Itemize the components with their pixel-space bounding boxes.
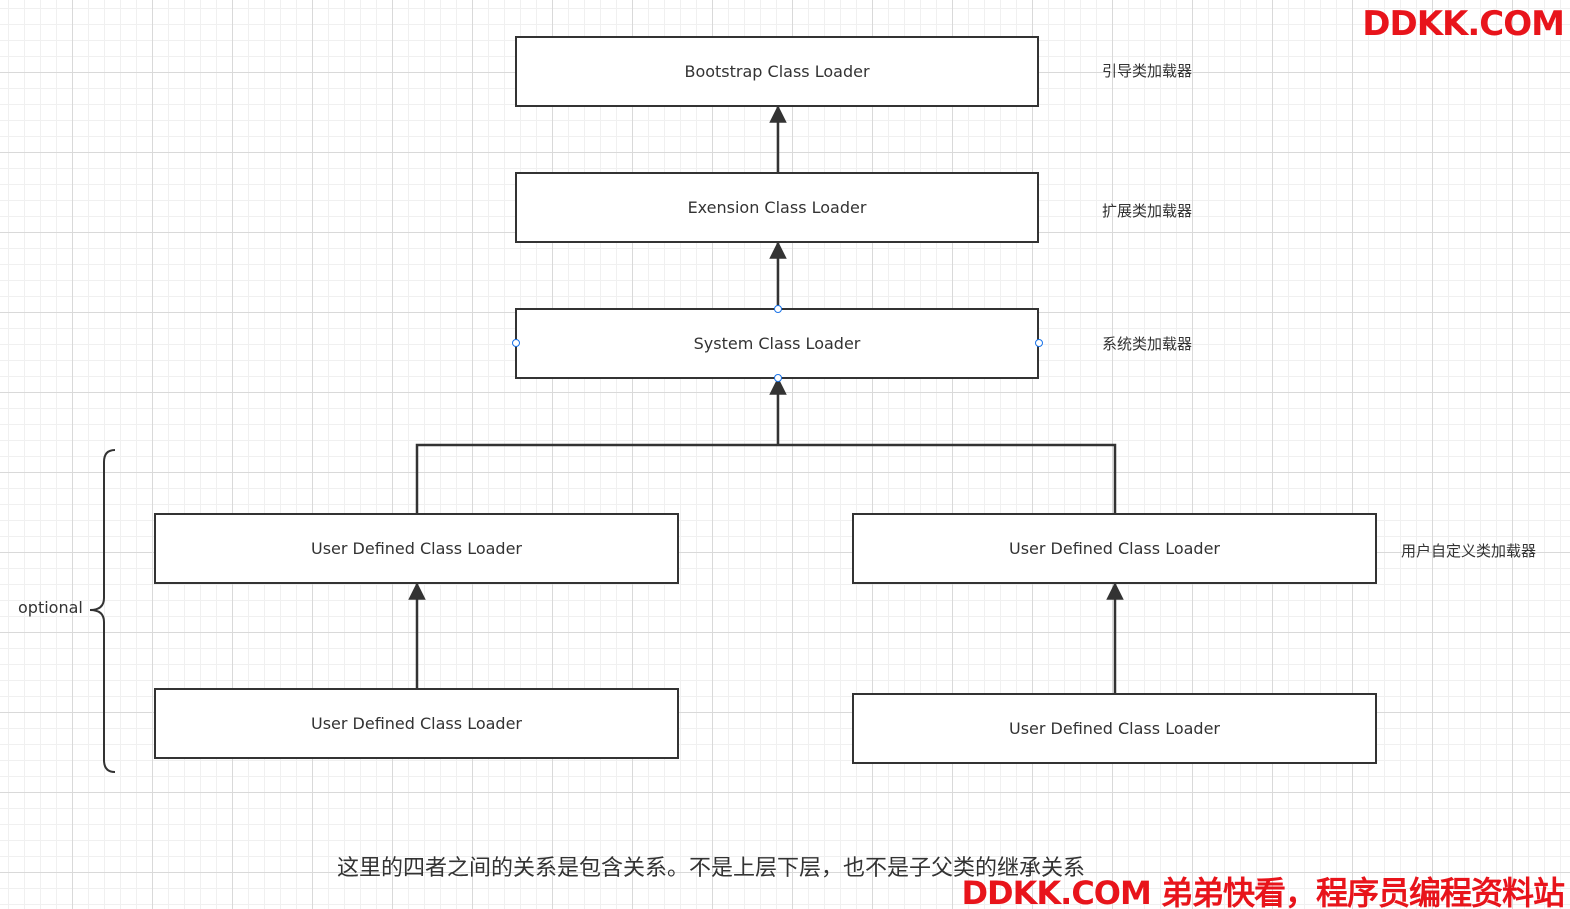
system-side-label: 系统类加载器: [1102, 335, 1193, 353]
user-defined-loader-left-bottom-node[interactable]: User Defined Class Loader: [154, 688, 679, 759]
user-left-bottom-label: User Defined Class Loader: [310, 714, 522, 733]
extension-side-label: 扩展类加载器: [1102, 202, 1193, 220]
extension-node-label: Exension Class Loader: [687, 198, 867, 217]
user-left-top-label: User Defined Class Loader: [310, 539, 522, 558]
user-defined-loader-right-bottom-node[interactable]: User Defined Class Loader: [852, 693, 1377, 764]
extension-class-loader-node[interactable]: Exension Class Loader: [515, 172, 1039, 243]
bootstrap-node-label: Bootstrap Class Loader: [684, 62, 870, 81]
bootstrap-side-label: 引导类加载器: [1102, 62, 1193, 80]
diagram-caption: 这里的四者之间的关系是包含关系。不是上层下层，也不是子父类的继承关系: [337, 856, 1086, 881]
selection-handle-bottom[interactable]: [774, 374, 782, 382]
system-node-label: System Class Loader: [693, 334, 861, 353]
bootstrap-class-loader-node[interactable]: Bootstrap Class Loader: [515, 36, 1039, 107]
selection-handle-left[interactable]: [512, 339, 520, 347]
connector-user-left-to-junction: [415, 443, 778, 514]
optional-brace: [89, 449, 116, 773]
user-defined-loader-right-top-node[interactable]: User Defined Class Loader: [852, 513, 1377, 584]
user-side-label: 用户自定义类加载器: [1401, 542, 1537, 560]
connector-user-right-to-junction: [778, 443, 1117, 514]
selection-handle-top[interactable]: [774, 305, 782, 313]
system-class-loader-node[interactable]: System Class Loader: [515, 308, 1039, 379]
selection-handle-right[interactable]: [1035, 339, 1043, 347]
watermark-top: DDKK.COM: [1362, 4, 1565, 44]
watermark-bottom: DDKK.COM 弟弟快看，程序员编程资料站: [961, 874, 1565, 909]
user-right-top-label: User Defined Class Loader: [1008, 539, 1220, 558]
optional-label: optional: [18, 598, 83, 617]
user-defined-loader-left-top-node[interactable]: User Defined Class Loader: [154, 513, 679, 584]
user-right-bottom-label: User Defined Class Loader: [1008, 719, 1220, 738]
